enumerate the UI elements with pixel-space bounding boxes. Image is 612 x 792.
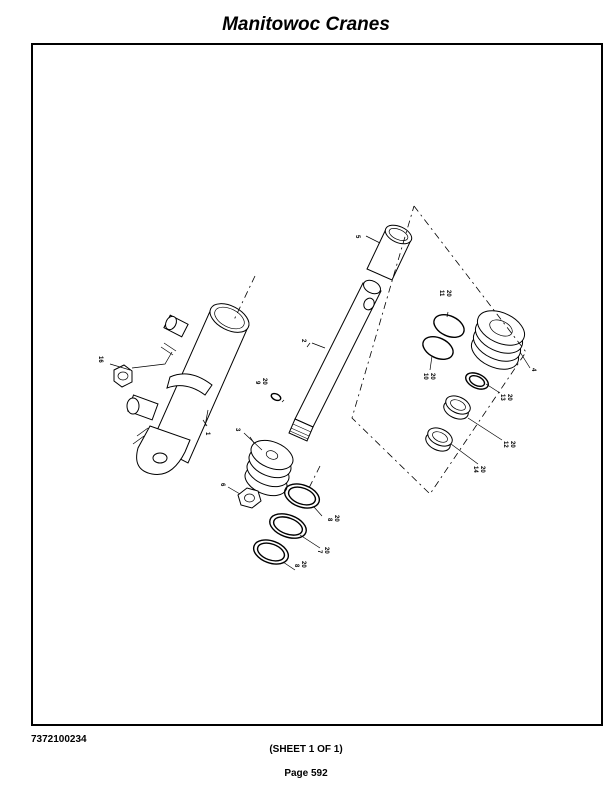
callout-12: 12 xyxy=(502,441,508,448)
piston-part xyxy=(244,436,294,497)
callout-10-qty: 20 xyxy=(429,373,435,380)
callout-4: 4 xyxy=(530,368,536,372)
drawing-number: 7372100234 xyxy=(31,734,87,745)
rod-seal-part xyxy=(465,372,489,390)
gland-part xyxy=(470,310,531,370)
piston-rod-part xyxy=(288,279,382,442)
o-ring-small-part xyxy=(270,392,282,402)
callout-11: 11 xyxy=(438,290,444,297)
callout-7-qty: 20 xyxy=(323,547,329,554)
back-up-ring-part xyxy=(252,539,290,565)
sheet-indicator: (SHEET 1 OF 1) xyxy=(269,744,343,755)
callout-3: 3 xyxy=(234,428,240,432)
seal-ring-part xyxy=(283,465,321,509)
callout-16: 16 xyxy=(97,356,103,363)
callout-6: 6 xyxy=(219,483,225,487)
o-ring-part xyxy=(433,313,465,339)
drawing-frame xyxy=(31,43,603,726)
callout-13: 13 xyxy=(499,394,505,401)
page-number: Page 592 xyxy=(284,768,328,779)
callout-14-qty: 20 xyxy=(479,466,485,473)
callout-11-qty: 20 xyxy=(445,290,451,297)
callout-14: 14 xyxy=(472,466,478,473)
callout-12-qty: 20 xyxy=(509,441,515,448)
backup-washer-part xyxy=(422,335,454,361)
callout-13-qty: 20 xyxy=(506,394,512,401)
buffer-seal-part xyxy=(443,395,471,420)
nut-part xyxy=(237,487,262,509)
callout-8-upper-qty: 20 xyxy=(333,515,339,522)
callout-9: 9 xyxy=(254,381,260,385)
plug-part xyxy=(113,342,177,388)
cylinder-barrel-part xyxy=(126,275,256,476)
callout-10: 10 xyxy=(422,373,428,380)
callout-8-lower: 8 xyxy=(293,564,299,568)
phantom-outline xyxy=(351,205,527,495)
callout-labels: 1 2 3 4 5 6 7 20 8 20 8 20 9 20 10 20 11… xyxy=(97,235,536,568)
bushing-part xyxy=(366,224,413,281)
wear-ring-part xyxy=(269,513,307,539)
wiper-part xyxy=(425,427,453,452)
callout-9-qty: 20 xyxy=(261,378,267,385)
callout-8-upper: 8 xyxy=(326,518,332,522)
leader-lines xyxy=(109,235,503,571)
callout-2: 2 xyxy=(300,339,306,343)
callout-5: 5 xyxy=(354,235,360,239)
callout-1: 1 xyxy=(204,432,210,436)
callout-8-lower-qty: 20 xyxy=(300,561,306,568)
callout-7: 7 xyxy=(316,550,322,554)
page-header-title: Manitowoc Cranes xyxy=(222,14,390,35)
